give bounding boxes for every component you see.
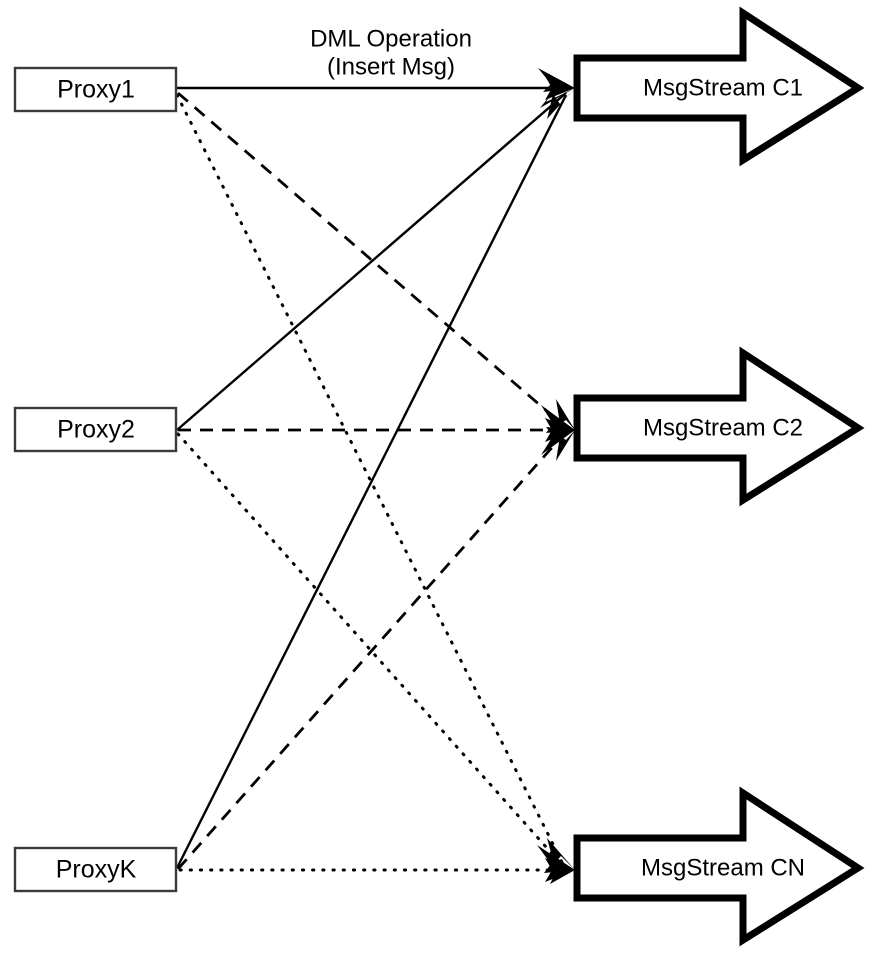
msgstream-cn[interactable]: MsgStream CN (573, 786, 865, 947)
proxy2-box[interactable] (13, 406, 178, 453)
arrowhead-cluster-c1 (538, 68, 575, 119)
block-arrow-shape-c2[interactable] (573, 346, 865, 507)
arrowhead-cluster-c2 (541, 399, 575, 461)
edge-caption-dml-operation: DML Operation (Insert Msg) (310, 25, 472, 80)
block-arrow-shape-cn[interactable] (573, 786, 865, 947)
proxy2-label: Proxy2 (57, 416, 135, 444)
proxy-node-proxy2[interactable]: Proxy2 (13, 406, 178, 453)
proxy-group: Proxy1 Proxy2 ProxyK (13, 66, 178, 893)
link-proxy1-to-stream-cn[interactable] (175, 93, 565, 866)
proxy1-box[interactable] (13, 66, 178, 113)
msgstream-c2-label: MsgStream C2 (643, 414, 803, 441)
arrowhead-c2-b (541, 405, 575, 433)
connector-group (175, 86, 568, 872)
msgstream-c2[interactable]: MsgStream C2 (573, 346, 865, 507)
block-arrow-shape-c1[interactable] (573, 6, 865, 167)
link-proxy2-to-stream-c1[interactable] (176, 92, 567, 431)
arrowhead-c2-d (556, 399, 575, 430)
arrowhead-cluster-cn (537, 838, 575, 884)
arrowhead-cn-d (550, 870, 575, 884)
proxy-node-proxyk[interactable]: ProxyK (13, 846, 178, 893)
arrowhead-c1-c (540, 88, 575, 108)
proxy1-label: Proxy1 (57, 76, 135, 104)
msgstream-cn-label: MsgStream CN (641, 854, 805, 881)
msgstream-group: MsgStream C1 MsgStream C2 MsgStream CN (573, 6, 865, 947)
arrowhead-c2-e (556, 430, 575, 461)
arrowhead-cn-c (547, 838, 575, 870)
proxyk-box[interactable] (13, 846, 178, 893)
link-proxyk-to-stream-c2[interactable] (176, 433, 566, 870)
proxy-node-proxy1[interactable]: Proxy1 (13, 66, 178, 113)
arrowhead-c1-d (547, 88, 575, 119)
arrowhead-group (537, 68, 575, 884)
edge-caption-line1: DML Operation (310, 25, 472, 52)
link-proxyk-to-stream-c1[interactable] (175, 94, 568, 869)
link-proxy1-to-stream-c2[interactable] (177, 91, 564, 427)
msgstream-c1-label: MsgStream C1 (643, 74, 803, 101)
msgstream-c1[interactable]: MsgStream C1 (573, 6, 865, 167)
edge-caption-line2: (Insert Msg) (327, 53, 455, 80)
arrowhead-c1-b (538, 68, 575, 92)
proxyk-label: ProxyK (56, 856, 137, 884)
arrowhead-c2-c (541, 427, 575, 455)
